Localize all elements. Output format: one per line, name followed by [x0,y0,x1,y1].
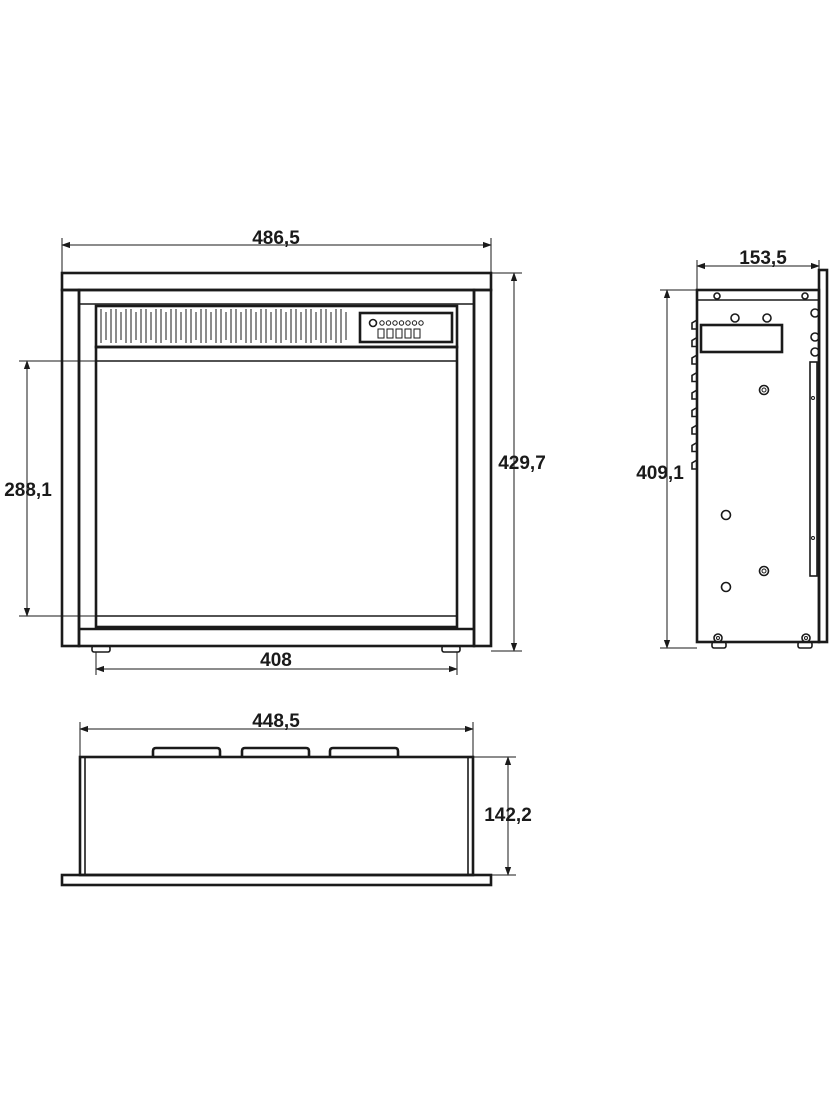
top-bump-1 [151,746,222,757]
control-indicators [379,320,424,326]
side-louvers [691,319,698,470]
side-housing [695,288,821,644]
side-screws [713,384,811,643]
firebox-opening [94,345,459,629]
side-control-box [699,323,784,354]
top-base-plate [60,873,493,887]
dim-opening-width: 408 [260,650,292,671]
dim-side-height: 409,1 [636,463,684,484]
dim-top-depth: 142,2 [484,805,532,826]
top-bump-2 [240,746,311,757]
dim-opening-height: 288,1 [4,480,52,501]
dim-total-height: 429,7 [498,453,546,474]
dim-top-width: 448,5 [252,711,300,732]
control-keys [377,328,421,339]
front-view: 486,5 429,7 288,1 408 [4,228,546,675]
foot-right [441,645,461,653]
top-body [78,755,475,877]
right-column [472,288,493,648]
side-view: 153,5 409,1 [636,248,829,649]
top-view: 448,5 142,2 [60,711,532,887]
power-button [368,318,378,328]
control-panel [358,311,454,344]
side-slot [809,361,818,577]
dim-side-depth: 153,5 [739,248,787,269]
vent-grille [100,309,347,343]
left-column [60,288,81,648]
foot-left [91,645,111,653]
dim-total-width: 486,5 [252,228,300,249]
insert-frame [77,288,476,648]
mantel-top [60,271,493,292]
top-bump-3 [328,746,400,757]
